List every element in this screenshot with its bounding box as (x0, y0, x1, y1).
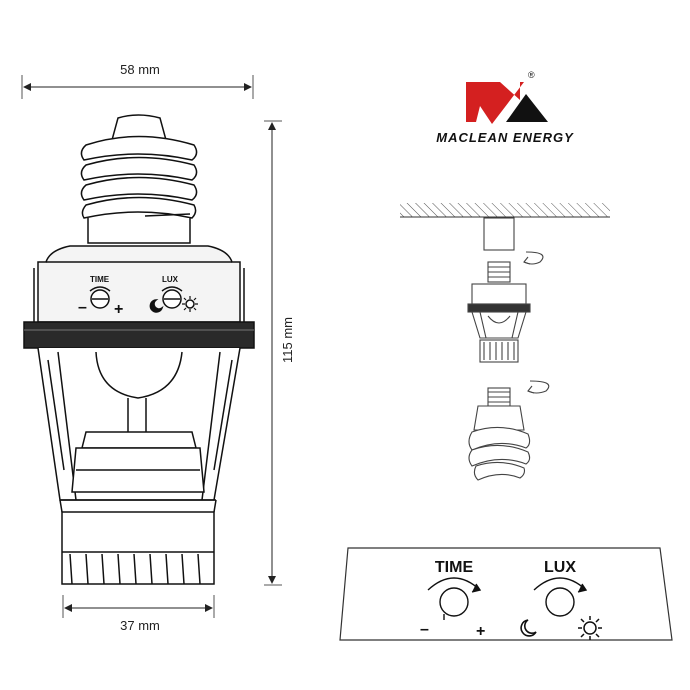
cfl-bulb (468, 387, 531, 481)
height-label: 115 mm (280, 317, 295, 363)
socket-plus-label: + (114, 301, 123, 318)
rotate-arrow-icon (89, 286, 111, 292)
lens-cage (37, 347, 241, 501)
logo-mark (466, 82, 524, 124)
sensor-housing (23, 245, 255, 349)
bottom-socket (59, 499, 217, 585)
socket-controls: TIME LUX – + (78, 275, 198, 318)
panel-plus-label: + (476, 623, 485, 640)
registered-mark: ® (528, 70, 535, 80)
socket-lux-label: LUX (162, 275, 179, 284)
bottom-width-dimension (62, 595, 215, 618)
top-width-dimension (21, 75, 254, 99)
panel-time-label: TIME (435, 559, 474, 576)
control-panel-closeup: TIME LUX – + (339, 547, 673, 641)
installation-diagram (400, 203, 610, 481)
sun-gear-icon (578, 616, 602, 640)
moon-icon (149, 299, 164, 313)
moon-icon (520, 619, 537, 637)
brand-logo: ® MACLEAN ENERGY (436, 70, 574, 145)
socket-time-label: TIME (90, 275, 110, 284)
socket-minus-label: – (78, 299, 87, 316)
height-dimension (264, 120, 282, 586)
panel-time-dial-icon (427, 577, 482, 620)
sun-gear-icon (185, 299, 195, 309)
logo-mark-dark (506, 94, 548, 122)
panel-lux-label: LUX (544, 559, 576, 576)
panel-minus-label: – (420, 621, 429, 638)
panel-lux-dial-icon (533, 577, 588, 617)
ceiling-hatch (400, 203, 610, 217)
screw-base (80, 114, 198, 244)
bottom-width-label: 37 mm (120, 618, 160, 633)
top-width-label: 58 mm (120, 62, 160, 77)
brand-name: MACLEAN ENERGY (436, 130, 574, 145)
small-sensor-socket (467, 261, 531, 363)
ceiling-lamp-holder (483, 217, 515, 251)
main-socket-drawing: TIME LUX – + (21, 75, 282, 618)
panel-outline (339, 547, 673, 641)
